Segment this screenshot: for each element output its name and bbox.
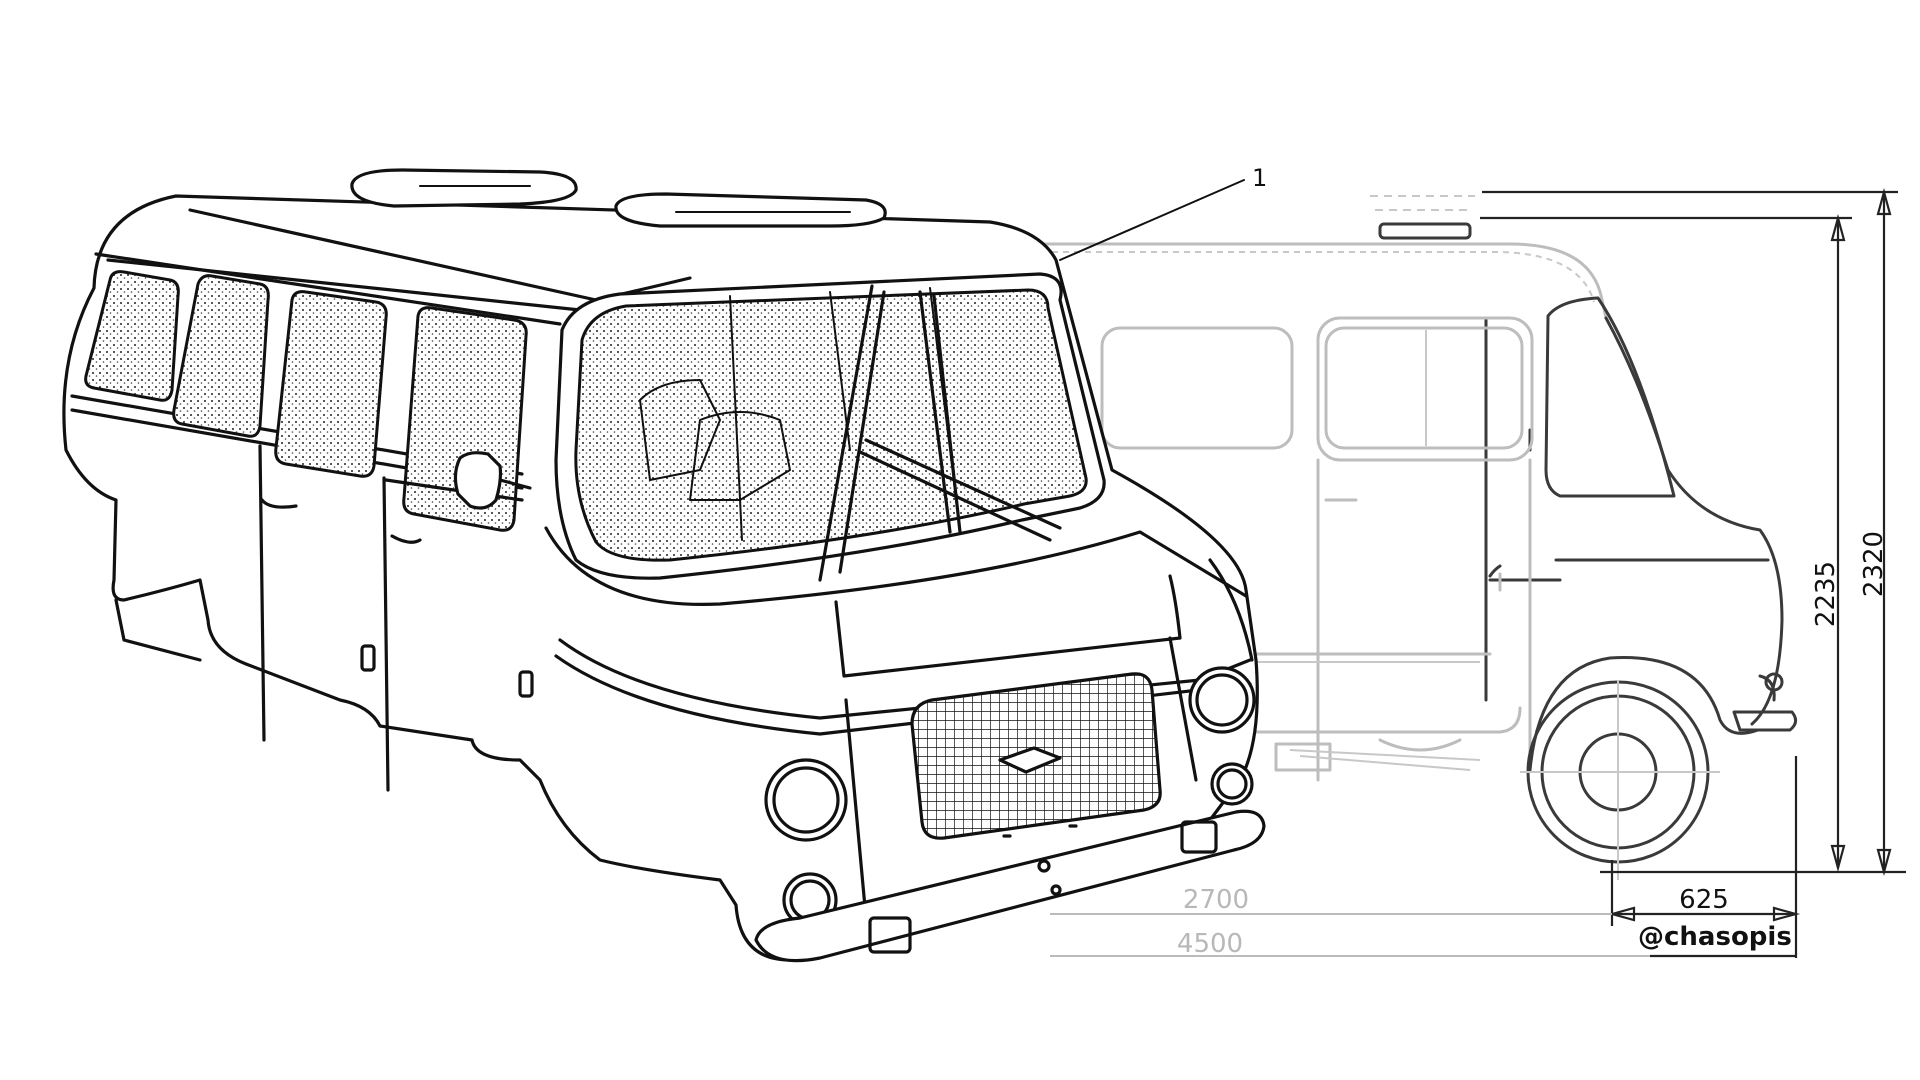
dim-label-2235: 2235 [1811, 561, 1841, 627]
dim-label-625: 625 [1679, 885, 1729, 915]
dim-label-2700: 2700 [1183, 885, 1249, 915]
credit-watermark: @chasopis [1638, 922, 1792, 952]
callout-label: 1 [1252, 164, 1267, 192]
perspective-van-body [62, 168, 1266, 963]
callout-1: 1 [1059, 164, 1267, 261]
dimension-lines [1050, 187, 1906, 958]
dim-label-4500: 4500 [1177, 929, 1243, 959]
dim-label-2320: 2320 [1859, 531, 1889, 597]
